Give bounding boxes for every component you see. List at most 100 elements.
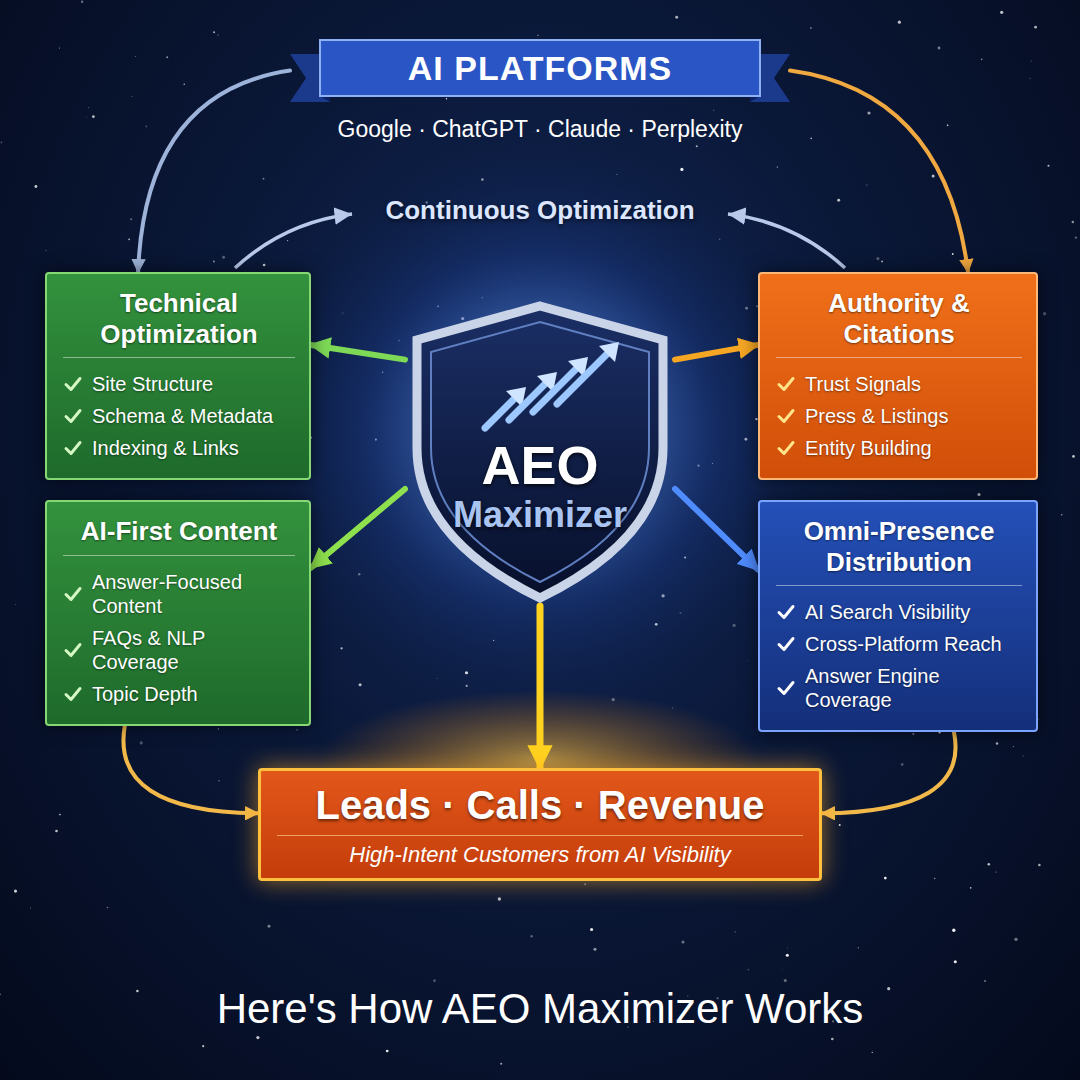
list-item: Schema & Metadata — [92, 404, 273, 428]
star — [713, 110, 714, 111]
list-item: Answer-Focused Content — [92, 570, 295, 618]
star — [537, 35, 538, 36]
star — [898, 21, 901, 24]
rising-arrow — [557, 348, 613, 404]
star — [1061, 514, 1063, 516]
star — [777, 166, 778, 167]
star — [59, 47, 60, 48]
check-mark — [779, 411, 793, 422]
rising-arrow-head — [599, 342, 619, 362]
star — [839, 824, 841, 826]
star — [876, 257, 879, 260]
cycle-arc — [235, 214, 352, 268]
check-icon — [776, 678, 796, 698]
check-icon — [63, 438, 83, 458]
outcome-title: Leads · Calls · Revenue — [277, 781, 803, 836]
check-mark — [779, 379, 793, 390]
star — [784, 979, 787, 982]
box-heading: Technical Optimization — [63, 288, 295, 358]
shield-subtitle: Maximizer — [405, 495, 675, 535]
star — [781, 969, 783, 971]
star — [866, 184, 868, 186]
connector-arrow — [822, 732, 956, 813]
check-mark — [66, 688, 80, 699]
connector-arrow — [675, 345, 758, 360]
star — [386, 1050, 389, 1053]
check-mark — [66, 379, 80, 390]
star — [1014, 938, 1017, 941]
star — [59, 814, 61, 816]
banner-node: AI PLATFORMSGoogle · ChatGPT · Claude · … — [290, 36, 790, 164]
star — [984, 980, 986, 982]
star — [934, 878, 935, 879]
star — [107, 907, 109, 909]
caption: Here's How AEO Maximizer Works — [20, 985, 1060, 1033]
star — [218, 728, 219, 729]
star — [735, 931, 736, 932]
star — [136, 990, 139, 993]
star — [359, 683, 362, 686]
check-row: Schema & Metadata — [63, 404, 295, 428]
star — [912, 733, 914, 735]
list-item: Press & Listings — [805, 404, 948, 428]
star — [140, 741, 143, 744]
star — [1043, 312, 1046, 315]
star — [446, 98, 447, 99]
check-icon — [776, 374, 796, 394]
platform-list: Google · ChatGPT · Claude · Perplexity — [290, 116, 790, 143]
shield-text: AEOMaximizer — [405, 298, 675, 535]
list-item: FAQs & NLP Coverage — [92, 626, 295, 674]
check-mark — [66, 644, 80, 655]
check-icon — [63, 584, 83, 604]
star — [287, 240, 288, 241]
connector-arrow — [537, 606, 544, 768]
check-icon — [776, 602, 796, 622]
check-mark — [66, 443, 80, 454]
check-row: Entity Building — [776, 436, 1022, 460]
star — [128, 238, 130, 240]
star — [1013, 746, 1014, 747]
list-item: Indexing & Links — [92, 436, 239, 460]
star — [1072, 221, 1074, 223]
check-icon — [776, 438, 796, 458]
check-icon — [776, 406, 796, 426]
shield-node: AEOMaximizer — [405, 298, 675, 606]
star — [858, 947, 859, 948]
cycle-label: Continuous Optimization — [340, 195, 740, 226]
star — [131, 95, 133, 97]
list-item: Topic Depth — [92, 682, 198, 706]
star — [0, 141, 2, 143]
star — [1029, 78, 1030, 79]
check-row: Indexing & Links — [63, 436, 295, 460]
star — [1034, 26, 1037, 29]
star — [954, 960, 957, 963]
check-mark — [779, 607, 793, 618]
check-row: Topic Depth — [63, 682, 295, 706]
list-item: Cross-Platform Reach — [805, 632, 1002, 656]
star — [884, 877, 887, 880]
list-item: Entity Building — [805, 436, 932, 460]
star — [130, 218, 132, 220]
outcome-subtitle: High-Intent Customers from AI Visibility — [277, 842, 803, 868]
check-row: Press & Listings — [776, 404, 1022, 428]
star — [938, 47, 941, 50]
connector-arrow — [138, 71, 290, 272]
star — [92, 115, 95, 118]
check-mark — [779, 443, 793, 454]
star — [996, 871, 997, 872]
list-item: Answer Engine Coverage — [805, 664, 1022, 712]
check-mark — [66, 411, 80, 422]
star — [217, 34, 218, 35]
star — [1075, 236, 1077, 238]
star — [1031, 61, 1032, 62]
star — [981, 58, 983, 60]
star — [500, 1063, 502, 1065]
star — [947, 124, 949, 126]
star — [786, 954, 789, 957]
star — [952, 253, 954, 255]
star — [35, 185, 38, 188]
star — [268, 925, 271, 928]
star — [1022, 755, 1023, 756]
star — [1000, 11, 1003, 14]
star — [45, 250, 46, 251]
